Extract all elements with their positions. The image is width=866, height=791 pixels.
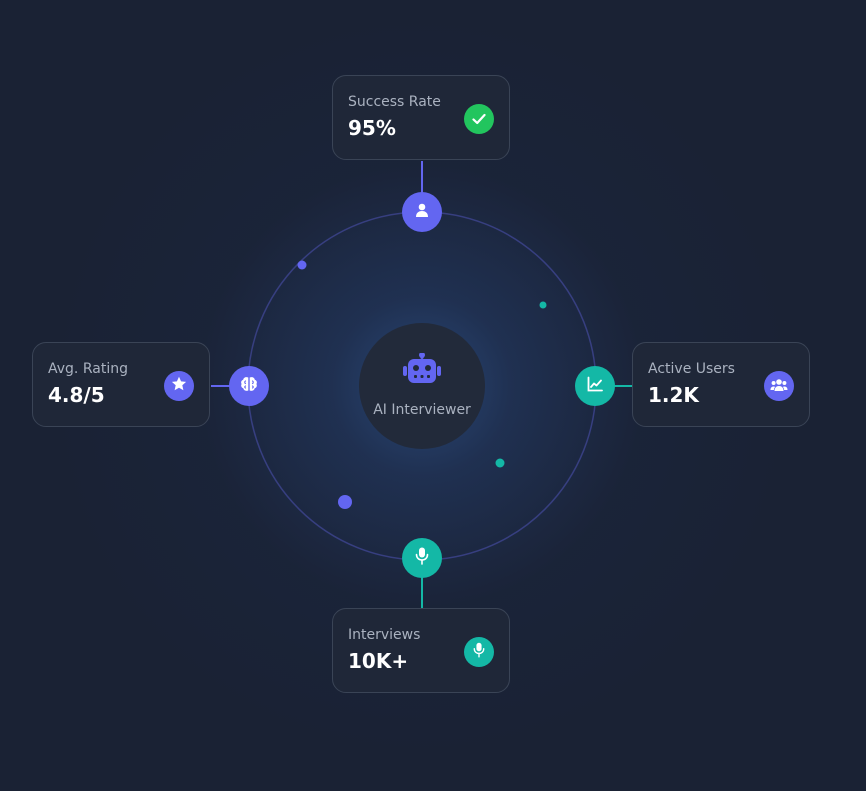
microphone-icon xyxy=(415,547,429,569)
user-icon xyxy=(414,202,430,222)
stat-badge xyxy=(464,104,494,134)
center-title: AI Interviewer xyxy=(373,402,471,418)
stat-value: 4.8/5 xyxy=(48,383,105,407)
stat-card-avg-rating[interactable]: Avg. Rating 4.8/5 xyxy=(32,342,210,427)
stat-card-success-rate[interactable]: Success Rate 95% xyxy=(332,75,510,160)
node-brain[interactable] xyxy=(229,366,269,406)
brain-icon xyxy=(240,376,258,396)
node-chart[interactable] xyxy=(575,366,615,406)
stat-badge xyxy=(164,371,194,401)
orbit-dot xyxy=(495,458,505,468)
stat-label: Active Users xyxy=(648,361,735,377)
orbit-dot xyxy=(338,495,352,509)
star-icon xyxy=(171,376,187,396)
stat-label: Success Rate xyxy=(348,94,441,110)
chart-line-icon xyxy=(587,376,603,396)
stat-card-active-users[interactable]: Active Users 1.2K xyxy=(632,342,810,427)
node-microphone[interactable] xyxy=(402,538,442,578)
check-icon xyxy=(472,110,486,129)
center-hub: AI Interviewer xyxy=(359,323,485,449)
stat-label: Avg. Rating xyxy=(48,361,128,377)
orbit-dot xyxy=(539,301,547,309)
microphone-icon xyxy=(473,642,485,662)
stat-value: 95% xyxy=(348,116,396,140)
stat-badge xyxy=(464,637,494,667)
stat-value: 10K+ xyxy=(348,649,409,673)
robot-icon xyxy=(402,352,442,389)
node-user[interactable] xyxy=(402,192,442,232)
stat-card-interviews[interactable]: Interviews 10K+ xyxy=(332,608,510,693)
orbit-dot xyxy=(297,260,307,270)
users-icon xyxy=(770,377,788,396)
stat-badge xyxy=(764,371,794,401)
stat-label: Interviews xyxy=(348,627,421,643)
stat-value: 1.2K xyxy=(648,383,699,407)
